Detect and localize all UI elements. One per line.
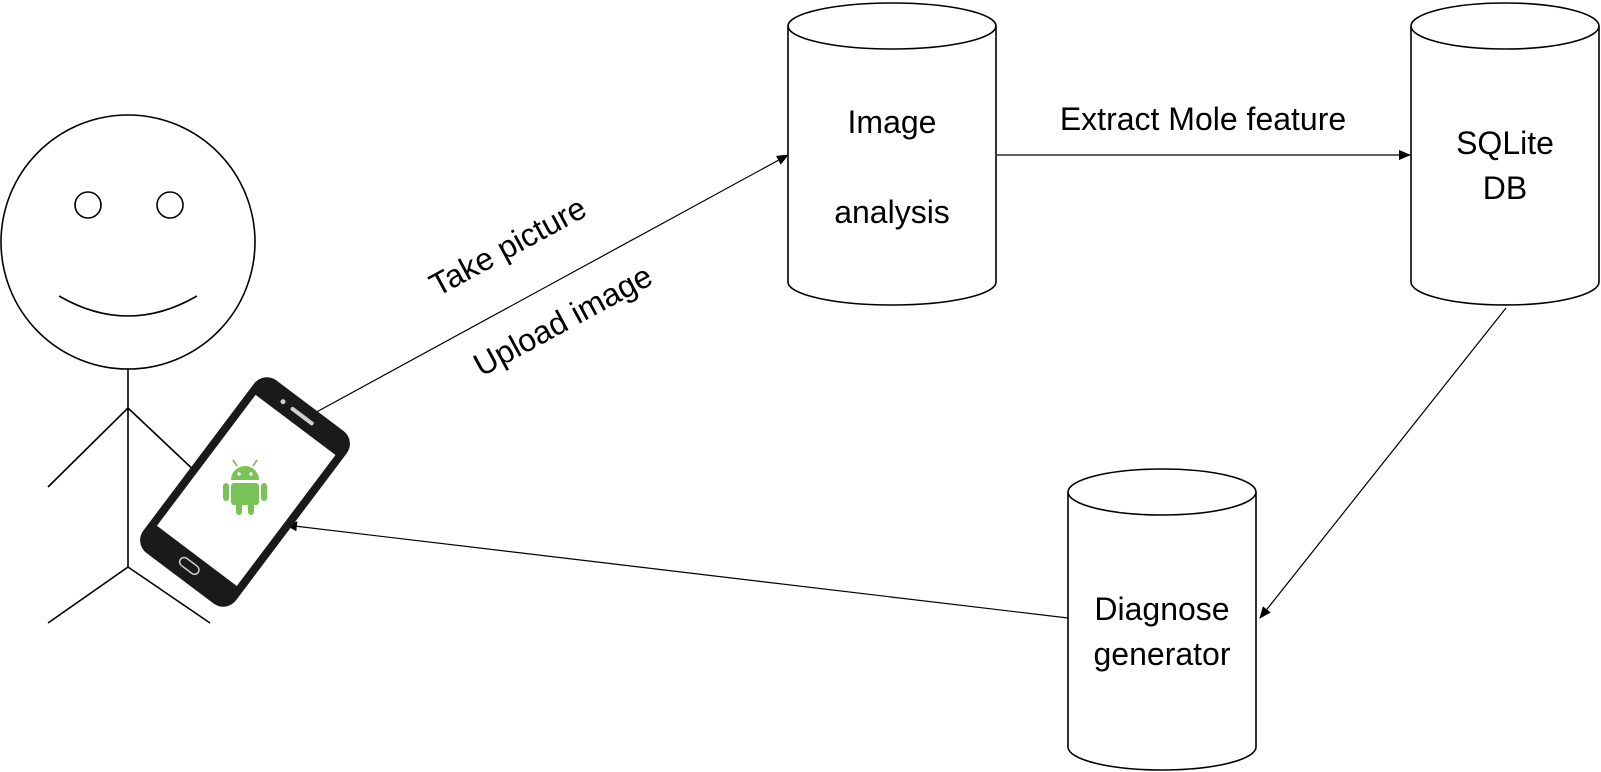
android-icon [223, 459, 267, 515]
smile [58, 295, 198, 317]
phone-speaker [290, 406, 314, 426]
image-analysis-cylinder [787, 2, 997, 306]
left-eye [74, 191, 102, 219]
sqlite-db-label-line2: DB [1483, 170, 1527, 206]
phone-camera [280, 399, 286, 405]
right-leg [127, 566, 211, 624]
stick-figure-icon [0, 114, 256, 624]
head-circle [0, 114, 256, 370]
image-analysis-label-line1: Image [848, 104, 937, 140]
right-eye [156, 191, 184, 219]
sqlite-db-cylinder [1410, 2, 1600, 306]
phone-home-button [178, 556, 200, 576]
diagnose-generator-label-line2: generator [1094, 636, 1231, 672]
edge-phone-to-analysis [299, 154, 789, 422]
edge-label-upload-image: Upload image [467, 257, 658, 383]
diagnose-generator-cylinder [1067, 468, 1257, 771]
image-analysis-label-line2: analysis [834, 194, 950, 230]
right-arm [127, 407, 201, 477]
edge-diagnose-to-phone [285, 521, 1069, 619]
diagnose-generator-label-line1: Diagnose [1094, 591, 1229, 627]
left-leg [47, 566, 129, 624]
left-arm [47, 407, 129, 488]
smartphone-icon [140, 377, 350, 607]
edge-label-take-picture: Take picture [423, 189, 592, 303]
edge-db-to-diagnose [1259, 307, 1507, 619]
edge-label-extract-mole-feature: Extract Mole feature [1060, 101, 1346, 137]
sqlite-db-label-line1: SQLite [1456, 125, 1554, 161]
